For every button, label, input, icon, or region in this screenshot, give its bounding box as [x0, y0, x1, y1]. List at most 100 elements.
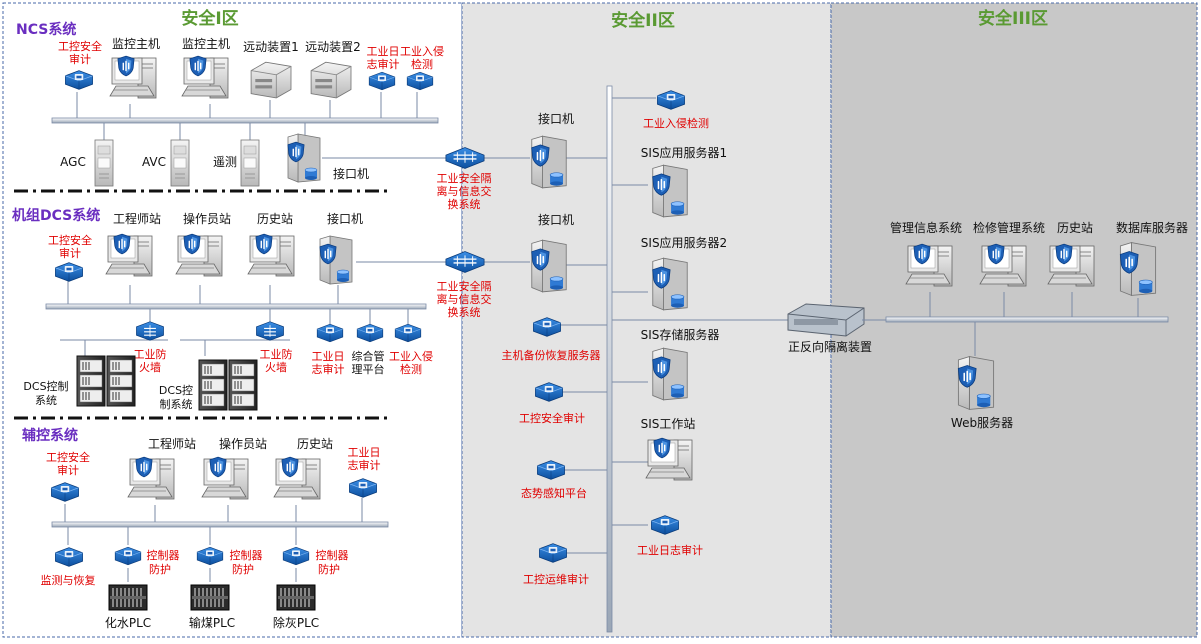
zone3-hist-label: 历史站 [1057, 221, 1093, 235]
aux-eng-workstation-icon[interactable] [128, 457, 174, 499]
aux-plc-1-icon [108, 584, 148, 611]
zone2-ops-audit-label: 工控运维审计 [523, 572, 589, 586]
ncs-avc-label: AVC [142, 155, 166, 169]
aux-guard2-label: 控制器防护 [230, 548, 263, 576]
aux-plc2-label: 输煤PLC [189, 615, 235, 630]
zone-2-title: 安全II区 [611, 10, 675, 31]
dcs-ids-label: 工业入侵检测 [389, 350, 433, 376]
dcs-fw2-label: 工业防火墙 [260, 347, 293, 374]
aux-guard1-label: 控制器防护 [147, 548, 180, 576]
dcs-rack-1a-icon [76, 355, 106, 407]
aux-log-audit-label: 工业日志审计 [348, 446, 381, 472]
dcs-eng-workstation-icon[interactable] [106, 234, 152, 276]
ncs-rtu1-label: 远动装置1 [243, 40, 299, 54]
ncs-agc-cabinet-icon[interactable] [94, 139, 114, 187]
zone2-backup-label: 主机备份恢复服务器 [502, 348, 601, 362]
aux-title: 辅控系统 [22, 427, 78, 444]
zone3-hist-workstation-icon[interactable] [1048, 244, 1094, 286]
ncs-host1-workstation-icon[interactable] [110, 56, 156, 98]
ncs-rtu2-icon[interactable] [310, 61, 352, 99]
dcs-mgmt-label: 综合管理平台 [352, 349, 385, 376]
dcs-hist-workstation-icon[interactable] [248, 234, 294, 276]
ncs-log-audit-label: 工业日志审计 [367, 45, 400, 71]
zone2-log-audit-label: 工业日志审计 [637, 543, 703, 557]
zone3-isolator-label: 正反向隔离装置 [788, 339, 872, 354]
ncs-host2-workstation-icon[interactable] [182, 56, 228, 98]
dcs-eng-label: 工程师站 [113, 211, 161, 226]
aux-op-workstation-icon[interactable] [202, 457, 248, 499]
aux-hist-workstation-icon[interactable] [274, 457, 320, 499]
zone3-web-server-icon[interactable] [958, 357, 993, 410]
aux-guard3-label: 控制器防护 [316, 548, 349, 576]
dcs-interface-label: 接口机 [327, 211, 363, 226]
zone3-db-label: 数据库服务器 [1116, 220, 1188, 235]
zone2-sis-ws-workstation-icon[interactable] [646, 438, 692, 480]
zone2-backbone-bus [606, 85, 613, 633]
zone-1-background [2, 2, 463, 638]
aux-eng-label: 工程师站 [148, 436, 196, 451]
zone2-sis2-server-icon[interactable] [653, 258, 688, 310]
zone2-ids-label: 工业入侵检测 [643, 116, 709, 130]
zone2-interface-2-server-icon[interactable] [532, 240, 567, 292]
ncs-rtu1-icon[interactable] [250, 61, 292, 99]
ncs-avc-cabinet-icon[interactable] [170, 139, 190, 187]
ncs-telemetry-label: 遥测 [213, 155, 237, 169]
ncs-audit-label: 工控安全审计 [58, 39, 102, 66]
zone2-situation-label: 态势感知平台 [521, 486, 587, 500]
dcs-hist-label: 历史站 [257, 212, 293, 226]
aux-plc1-label: 化水PLC [105, 616, 151, 630]
dcs-rack-1b-icon [106, 355, 136, 407]
zone2-sis2-label: SIS应用服务器2 [641, 235, 727, 250]
dcs-ctrl1-label: DCS控制系统 [23, 379, 68, 407]
ncs-ids-label: 工业入侵检测 [400, 45, 444, 71]
aux-plc-3-icon [276, 584, 316, 611]
dcs-op-workstation-icon[interactable] [176, 234, 222, 276]
ncs-interface-server-icon[interactable] [288, 134, 320, 182]
dcs-rack-2b-icon [228, 359, 258, 411]
aux-plc-2-icon [190, 584, 230, 611]
zone3-mis-workstation-icon[interactable] [906, 244, 952, 286]
dcs-ctrl2-label: DCS控制系统 [159, 383, 193, 411]
aux-hist-label: 历史站 [297, 437, 333, 451]
zone2-if1-label: 接口机 [538, 111, 574, 126]
dcs-title: 机组DCS系统 [12, 207, 100, 224]
ncs-interface-label: 接口机 [333, 166, 369, 181]
zone3-mis-label: 管理信息系统 [890, 220, 962, 235]
zone-1-title: 安全I区 [181, 8, 238, 29]
dcs-op-label: 操作员站 [183, 211, 231, 226]
dcs-rack-2a-icon [198, 359, 228, 411]
zone2-sis-storage-server-icon[interactable] [653, 348, 688, 400]
aux-bus [51, 521, 389, 528]
ncs-title: NCS系统 [16, 21, 76, 38]
zone2-sis-ws-label: SIS工作站 [641, 417, 696, 431]
ncs-rtu2-label: 远动装置2 [305, 40, 361, 54]
zone3-bus [885, 316, 1169, 323]
zone3-maint-workstation-icon[interactable] [980, 244, 1026, 286]
zone3-maint-label: 检修管理系统 [973, 220, 1045, 235]
ncs-telemetry-cabinet-icon[interactable] [240, 139, 260, 187]
zone2-sis1-server-icon[interactable] [653, 165, 688, 217]
ncs-agc-label: AGC [60, 155, 86, 169]
zone-3-title: 安全III区 [978, 8, 1048, 29]
ncs-host2-label: 监控主机 [182, 37, 230, 51]
aux-plc3-label: 除灰PLC [273, 615, 319, 630]
dcs-audit-label: 工控安全审计 [48, 233, 92, 260]
zone3-web-label: Web服务器 [951, 415, 1013, 430]
zone2-sis-storage-label: SIS存储服务器 [641, 327, 720, 342]
dcs-interface-server-icon[interactable] [320, 236, 352, 284]
ncs-host1-label: 监控主机 [112, 37, 160, 51]
zone2-if2-label: 接口机 [538, 212, 574, 227]
zone3-db-server-icon[interactable] [1120, 243, 1155, 296]
ncs-bus [51, 117, 439, 124]
zone2-interface-1-server-icon[interactable] [532, 136, 567, 188]
isolator-device-icon[interactable] [787, 303, 865, 337]
zone2-audit-label: 工控安全审计 [519, 411, 585, 425]
dcs-log-audit-label: 工业日志审计 [312, 350, 345, 376]
zone2-gap2-label: 工业安全隔离与信息交换系统 [437, 279, 492, 319]
aux-monitor-label: 监测与恢复 [41, 573, 96, 587]
zone2-gap1-label: 工业安全隔离与信息交换系统 [437, 171, 492, 211]
aux-audit-label: 工控安全审计 [46, 450, 90, 477]
dcs-bus [45, 303, 427, 310]
